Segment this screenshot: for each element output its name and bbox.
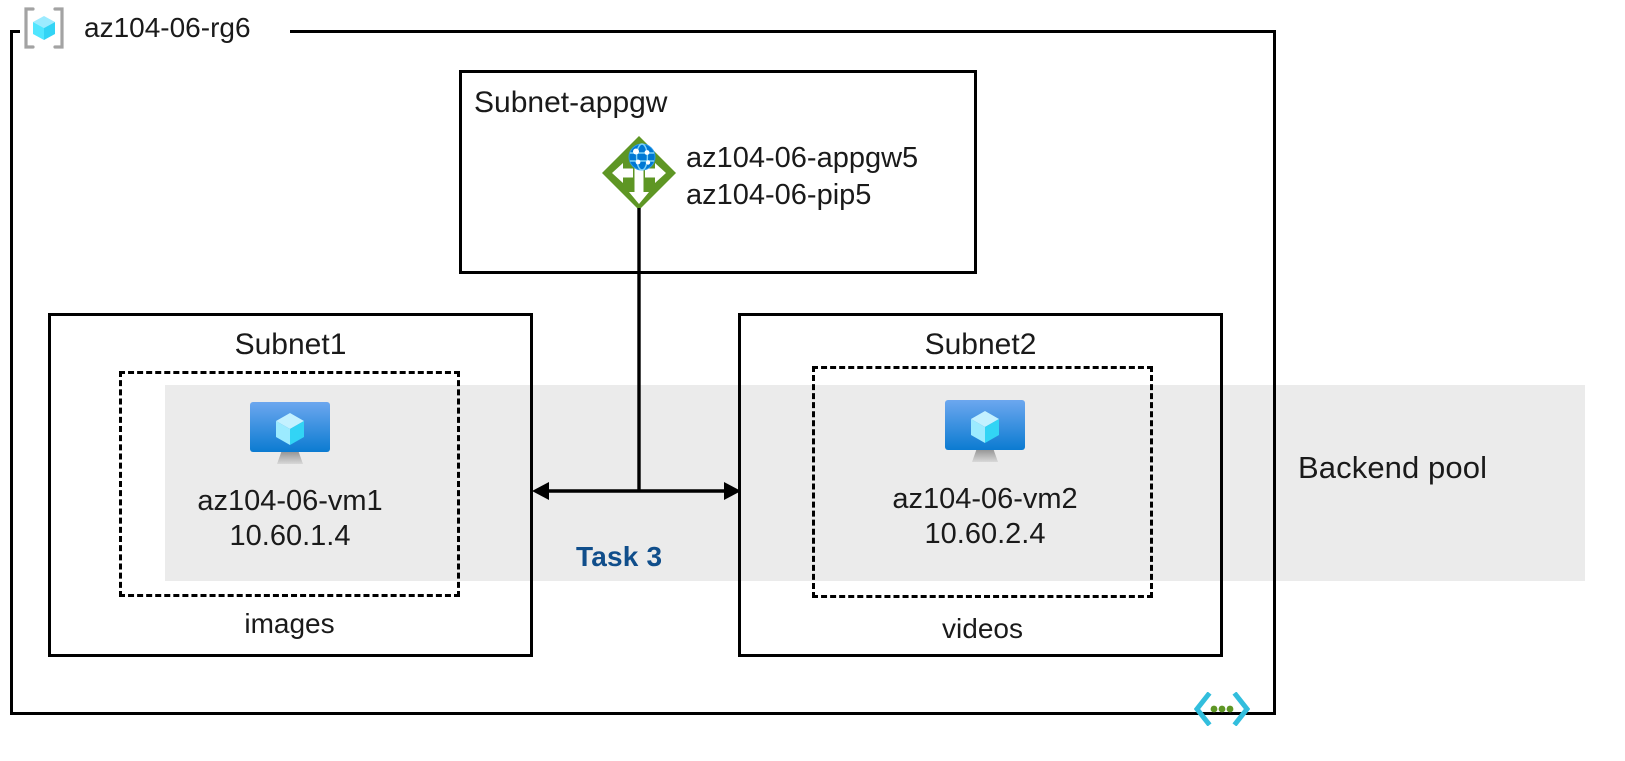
resource-group-name: az104-06-rg6 — [84, 12, 251, 43]
subnet-appgw-title: Subnet-appgw — [474, 86, 668, 119]
subnet-appgw-box — [459, 70, 977, 274]
application-gateway-icon — [602, 136, 676, 210]
resource-group-cube-icon — [24, 7, 64, 49]
appgw-public-ip: az104-06-pip5 — [686, 179, 872, 212]
vm1-name: az104-06-vm1 — [197, 485, 383, 517]
backend-pool-band — [165, 385, 1585, 581]
vm2-node: az104-06-vm2 10.60.2.4 — [860, 396, 1110, 553]
resource-group-container — [10, 30, 1276, 715]
subnet1-box — [48, 313, 533, 657]
subnet1-title: Subnet1 — [234, 328, 347, 361]
virtual-machine-icon — [250, 402, 330, 464]
vm2-name: az104-06-vm2 — [892, 483, 1078, 515]
subnet2-tier-label: videos — [942, 613, 1023, 644]
subnet1-tier-label: images — [244, 608, 335, 639]
backend-pool-label: Backend pool — [1298, 450, 1488, 485]
subnet1-dashed-group — [119, 371, 460, 597]
resource-group-title-mask — [20, 14, 290, 50]
vm2-ip: 10.60.2.4 — [924, 518, 1046, 551]
vm1-ip: 10.60.1.4 — [229, 520, 351, 553]
virtual-machine-icon — [945, 400, 1025, 462]
code-brackets-icon — [1194, 692, 1250, 726]
appgw-labels: az104-06-appgw5 az104-06-pip5 — [686, 140, 918, 214]
appgw-name: az104-06-appgw5 — [686, 142, 919, 174]
vm1-node: az104-06-vm1 10.60.1.4 — [165, 398, 415, 555]
subnet2-dashed-group — [812, 366, 1153, 598]
subnet2-title: Subnet2 — [924, 328, 1037, 361]
task-3-annotation: Task 3 — [576, 541, 663, 572]
